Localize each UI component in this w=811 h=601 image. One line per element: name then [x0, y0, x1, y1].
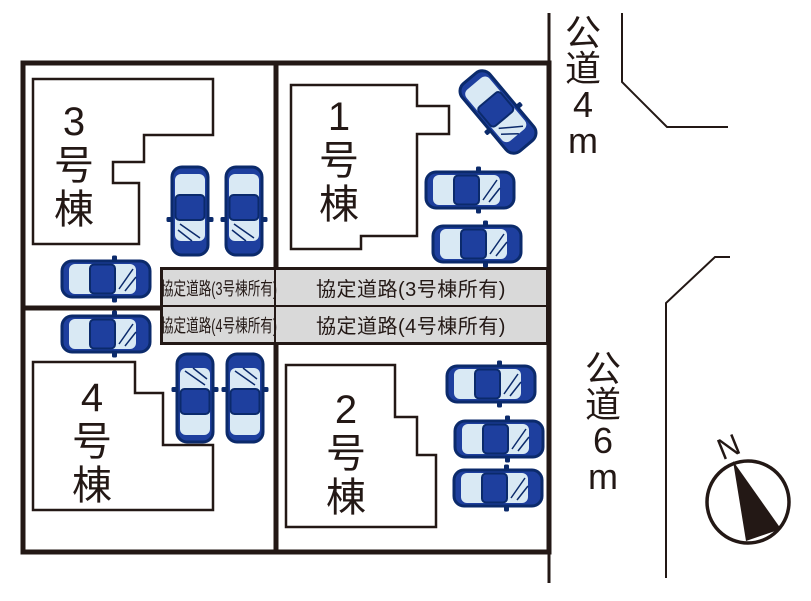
building-3-outline	[31, 77, 215, 246]
agreement-road-row-4-right-cell: 協定道路(4号棟所有)	[276, 307, 546, 342]
agreement-road-row-4: 協定道路(4号棟所有) 協定道路(4号棟所有)	[160, 307, 546, 342]
road-4m-boundary-line	[621, 13, 728, 128]
road-6m-boundary-line	[665, 256, 730, 578]
compass	[705, 459, 791, 545]
agreement-road-row-4-left-cell: 協定道路(4号棟所有)	[160, 307, 277, 342]
agreement-road-row-4-right-label: 協定道路(4号棟所有)	[316, 316, 506, 338]
agreement-road-row-3-left-label: 協定道路(3号棟所有)	[160, 278, 277, 299]
compass-needle	[733, 461, 781, 541]
agreement-road-row-3-right-cell: 協定道路(3号棟所有)	[276, 270, 546, 305]
building-2-outline	[284, 363, 438, 529]
building-4-outline	[31, 360, 215, 512]
agreement-road-row-3-left-cell: 協定道路(3号棟所有)	[160, 270, 277, 305]
agreement-road-row-4-left-label: 協定道路(4号棟所有)	[160, 315, 277, 336]
building-1-outline	[289, 83, 451, 251]
agreement-road-row-3-right-label: 協定道路(3号棟所有)	[316, 279, 506, 301]
agreement-road-row-3: 協定道路(3号棟所有) 協定道路(3号棟所有)	[160, 270, 546, 307]
agreement-road-strip: 協定道路(3号棟所有) 協定道路(3号棟所有) 協定道路(4号棟所有) 協定道路…	[160, 267, 549, 345]
